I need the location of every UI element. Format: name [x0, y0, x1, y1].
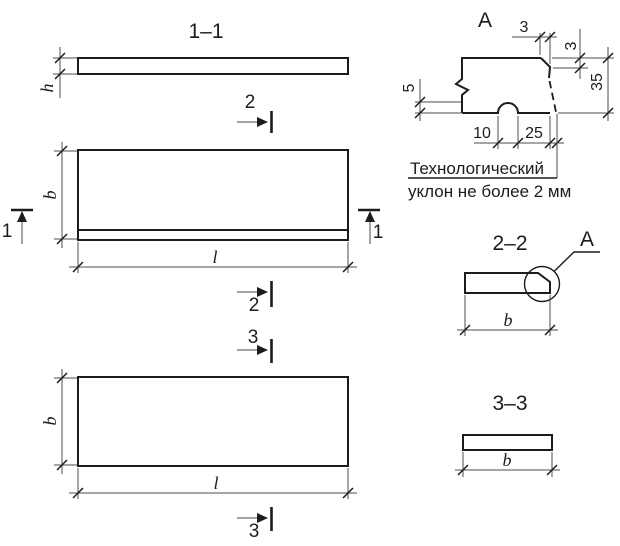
section-2-2-title: 2–2: [492, 232, 527, 255]
detail-callout-circle: [523, 265, 561, 303]
dimension-extension-lines: [415, 101, 461, 114]
profile-top-and-break-line: [454, 57, 541, 113]
dim-chamfer-width: 3: [520, 19, 529, 36]
dimension-ticks: [56, 145, 68, 245]
view-plan-top: b l: [40, 142, 357, 273]
marker-2-label: 2: [249, 295, 260, 316]
dimension-ticks: [72, 261, 354, 273]
thickness-label-h: h: [37, 84, 57, 93]
section-marker-2-bottom: 2: [237, 281, 273, 316]
dimension-extension-lines: [462, 452, 553, 477]
marker-1-label: 1: [373, 222, 384, 243]
section-1-1-title: 1–1: [188, 20, 223, 43]
marker-1-label: 1: [2, 221, 13, 242]
slope-note-line2: уклон не более 2 мм: [408, 182, 571, 201]
section-marker-1-left: 1: [2, 208, 33, 244]
width-label-b: b: [40, 191, 60, 200]
detail-a-title: А: [478, 9, 492, 32]
marker-3-label: 3: [249, 521, 260, 542]
section-marker-3-bottom: 3: [237, 507, 273, 542]
view-detail-a: А 3 3 35 5 10 25 Технолог: [401, 9, 614, 201]
dimension-extension-lines: [53, 57, 77, 75]
dim-chamfer-height: 3: [563, 41, 580, 50]
dimension-ticks: [457, 464, 558, 476]
width-label-b: b: [504, 310, 513, 330]
marker-3-label: 3: [248, 327, 259, 348]
slab-section-3-3-outline: [462, 434, 553, 451]
slab-section-2-2-outline: [464, 272, 551, 294]
dim-groove-width: 10: [473, 125, 491, 142]
dimension-extension-lines: [54, 150, 77, 240]
marker-2-label: 2: [245, 92, 256, 113]
view-section-3-3: 3–3 b: [455, 392, 560, 477]
dimension-ticks: [56, 372, 68, 471]
marker-arrow-head: [257, 117, 268, 127]
section-marker-3-top: 3: [237, 327, 273, 363]
slab-section-1-1-outline: [77, 57, 349, 75]
length-label-l: l: [213, 473, 218, 493]
width-label-b: b: [40, 417, 60, 426]
view-section-2-2: 2–2 А b: [457, 228, 600, 336]
detail-callout-label: А: [580, 228, 594, 251]
dim-groove-to-edge: 25: [525, 125, 543, 142]
marker-arrow-head: [257, 345, 268, 355]
dimension-ticks: [602, 52, 614, 119]
dimension-ticks: [54, 52, 66, 80]
dimension-ticks: [459, 324, 556, 336]
marker-arrow-head: [257, 513, 268, 523]
length-label-l: l: [212, 247, 217, 267]
view-plan-bottom: b l: [40, 369, 357, 499]
section-marker-2-top: 2: [237, 92, 273, 133]
slab-plan-outline: [77, 149, 349, 241]
section-3-3-title: 3–3: [492, 392, 527, 415]
dimension-ticks: [414, 96, 426, 119]
dim-groove-depth: 5: [401, 83, 418, 92]
dim-total-thickness: 35: [589, 73, 606, 91]
marker-arrow-head: [17, 211, 27, 222]
slope-note-line1: Технологический: [410, 159, 544, 178]
width-label-b: b: [503, 450, 512, 470]
dimension-ticks: [492, 137, 563, 149]
dimension-extension-lines: [54, 377, 77, 466]
detail-callout-leader: [554, 251, 600, 272]
section-marker-1-right: 1: [358, 208, 384, 244]
profile-chamfer: [540, 57, 552, 79]
marker-arrow-head: [257, 287, 268, 297]
dimension-ticks: [72, 487, 354, 499]
dimension-extension-lines: [552, 57, 614, 69]
dimension-ticks: [534, 31, 556, 43]
dimension-ticks: [574, 52, 586, 74]
technological-slope-dashed-line: [548, 80, 557, 113]
marker-arrow-head: [365, 211, 375, 222]
view-section-1-1: 1–1 h: [37, 20, 349, 98]
slab-plan-outline: [77, 376, 349, 467]
profile-bottom-with-groove: [462, 102, 550, 114]
